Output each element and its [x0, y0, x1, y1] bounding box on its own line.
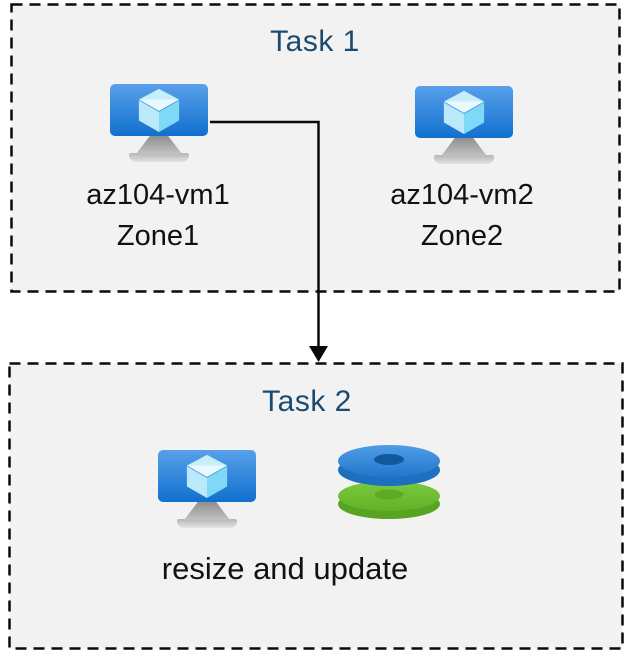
task2-box — [8, 362, 624, 650]
green-disk-hole — [374, 489, 404, 500]
managed-disks-icon — [338, 445, 440, 519]
vm-base — [434, 155, 494, 164]
task2-title: Task 2 — [262, 385, 352, 418]
connector-arrowhead-icon — [309, 346, 328, 362]
vm-screen — [158, 450, 256, 502]
vm-screen — [110, 84, 208, 136]
vm-zone-label: Zone1 — [116, 220, 200, 252]
cube-icon — [186, 454, 228, 499]
cube-icon — [138, 88, 180, 133]
vm-zone-label: Zone2 — [420, 220, 504, 252]
virtual-machine-icon — [415, 86, 513, 164]
vm-screen — [415, 86, 513, 138]
blue-disk-hole — [374, 454, 404, 465]
cube-icon — [443, 90, 485, 135]
vm-stand — [441, 138, 487, 156]
task1-box — [10, 3, 621, 293]
task1-title: Task 1 — [270, 25, 360, 58]
vm-stand — [136, 136, 182, 154]
vm-name-label: az104-vm2 — [390, 179, 534, 211]
vm-base — [177, 519, 237, 528]
vm2-label: az104-vm2 Zone2 — [362, 175, 562, 257]
vm-base — [129, 153, 189, 162]
connector-line — [210, 120, 320, 347]
vm-stand — [184, 502, 230, 520]
vm-name-label: az104-vm1 — [86, 179, 230, 211]
vm1-label: az104-vm1 Zone1 — [58, 175, 258, 257]
virtual-machine-icon — [110, 84, 208, 162]
virtual-machine-icon — [158, 450, 256, 528]
task2-caption: resize and update — [161, 551, 409, 586]
